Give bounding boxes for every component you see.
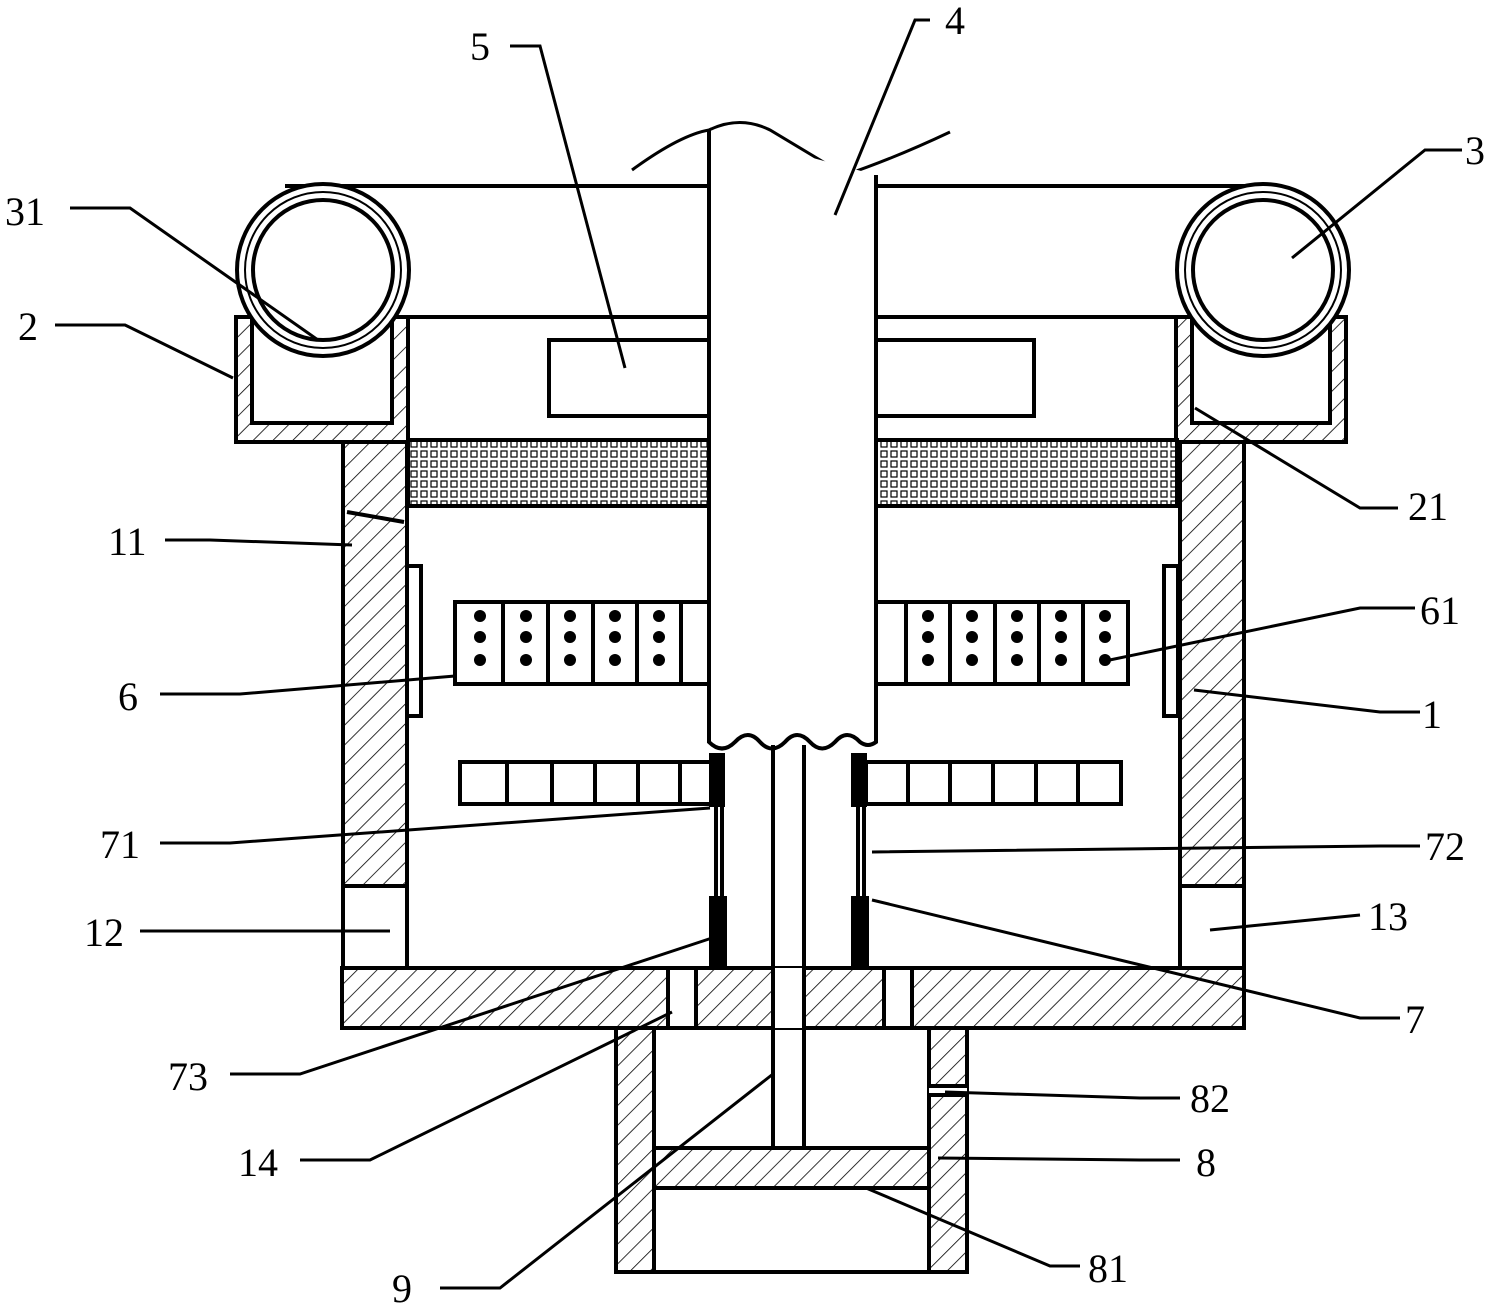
- label-61: 61: [1420, 588, 1460, 633]
- label-4: 4: [945, 0, 965, 43]
- label-31: 31: [5, 189, 45, 234]
- base-plate: [340, 966, 1246, 1030]
- label-71: 71: [100, 822, 140, 867]
- label-21: 21: [1408, 484, 1448, 529]
- label-6: 6: [118, 674, 138, 719]
- label-14: 14: [238, 1140, 278, 1185]
- right-wall: [1162, 440, 1246, 970]
- label-11: 11: [108, 519, 147, 564]
- leader-lines: [55, 18, 1462, 1290]
- left-filter-block: [453, 600, 713, 686]
- label-72: 72: [1425, 824, 1465, 869]
- label-2: 2: [18, 304, 38, 349]
- label-13: 13: [1368, 894, 1408, 939]
- label-81: 81: [1088, 1246, 1128, 1291]
- label-7: 7: [1405, 997, 1425, 1042]
- right-roller: [1175, 182, 1351, 358]
- label-5: 5: [470, 24, 490, 69]
- drive-rods: [709, 745, 869, 1148]
- left-blade-row: [458, 760, 715, 806]
- lower-cylinder: [614, 1026, 969, 1274]
- right-blade-row: [864, 760, 1123, 806]
- label-12: 12: [84, 910, 124, 955]
- label-1: 1: [1422, 692, 1442, 737]
- left-wall: [341, 440, 423, 970]
- central-shaft: [631, 121, 951, 751]
- right-filter-block: [874, 600, 1130, 686]
- left-roller: [235, 182, 411, 358]
- label-73: 73: [168, 1054, 208, 1099]
- label-8: 8: [1196, 1140, 1216, 1185]
- filter-dots: [474, 610, 1111, 666]
- label-82: 82: [1190, 1076, 1230, 1121]
- label-3: 3: [1465, 128, 1485, 173]
- label-9: 9: [392, 1266, 412, 1309]
